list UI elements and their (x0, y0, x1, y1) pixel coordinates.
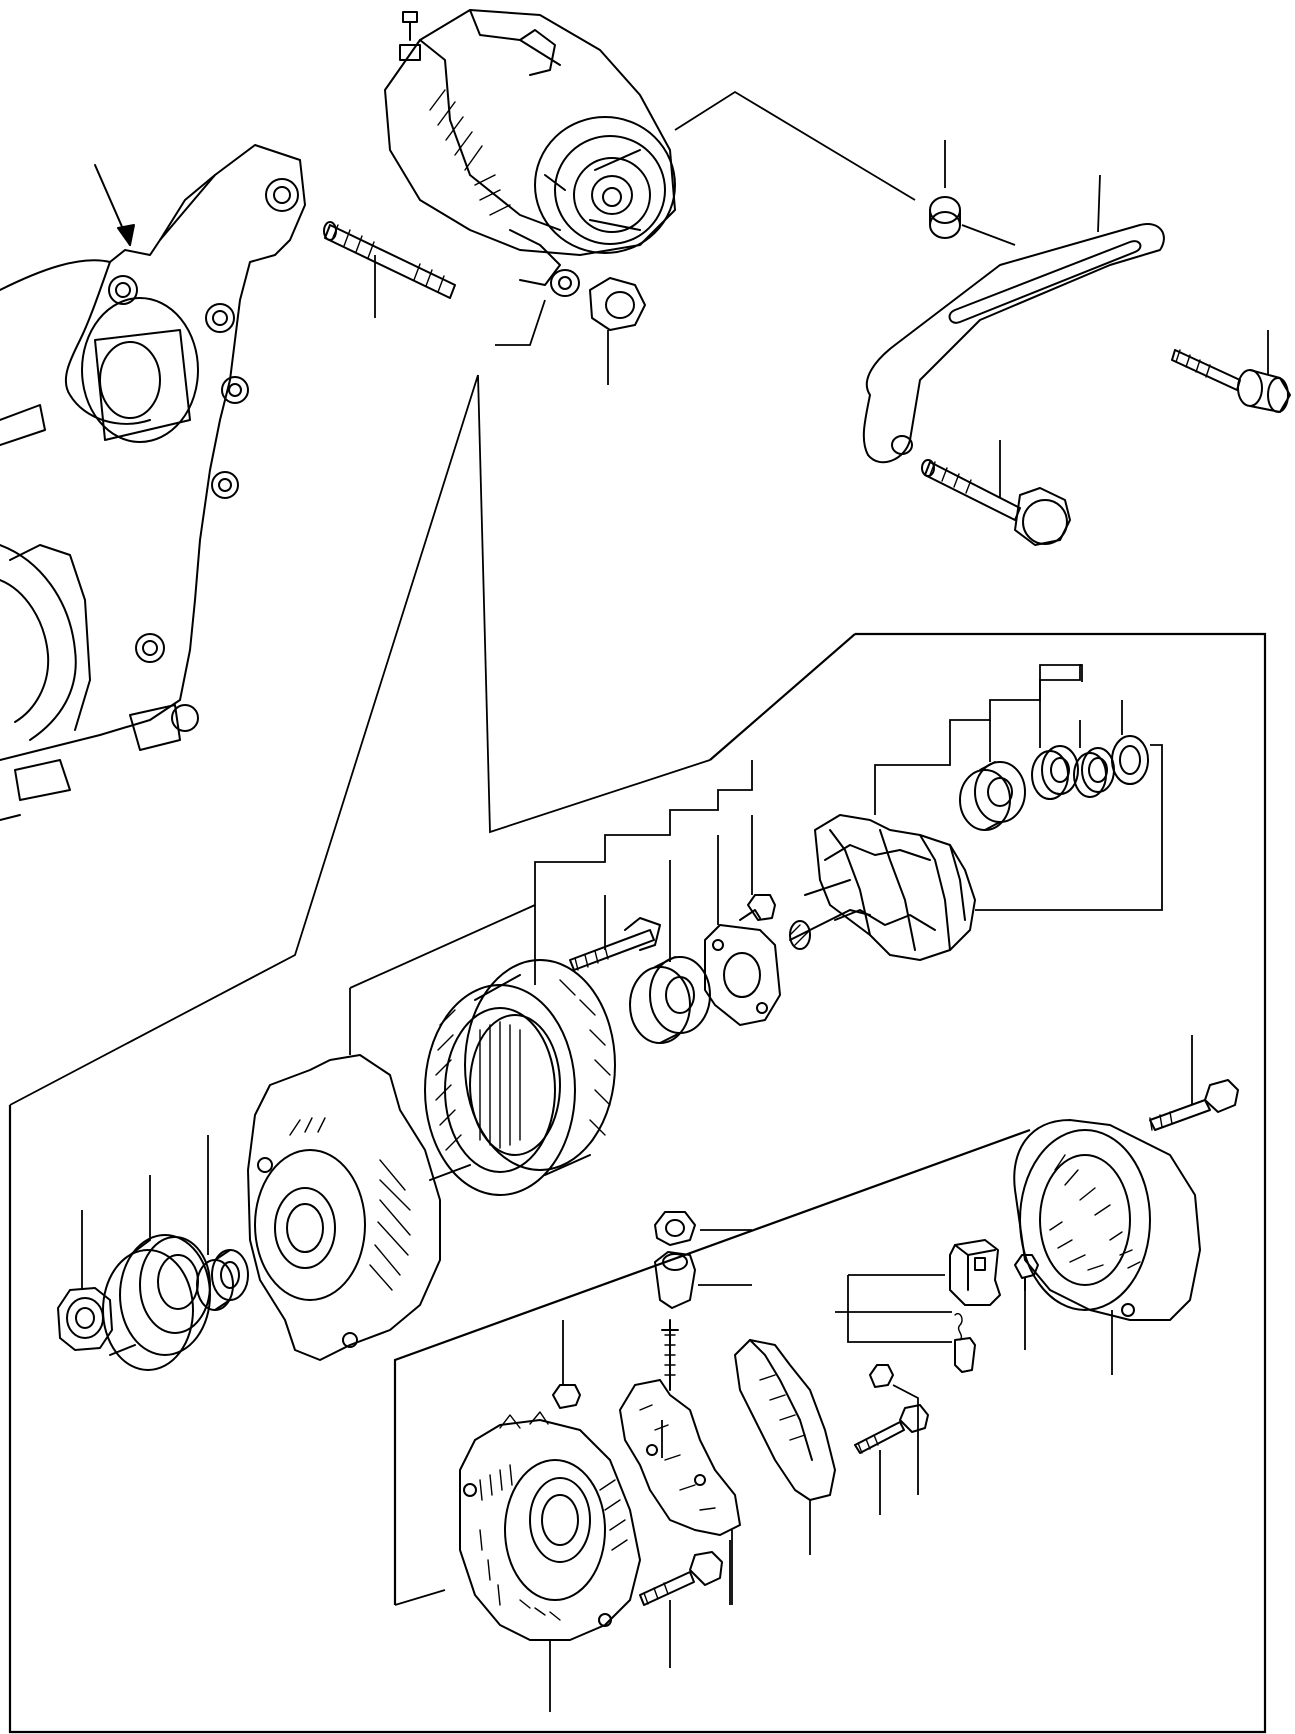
group-bracket-front (534, 760, 753, 880)
rear-group-frame (393, 1128, 1031, 1605)
alternator-vents (429, 89, 511, 216)
engine-front-case (0, 144, 306, 821)
bracket-bolt-upper (1171, 330, 1291, 413)
regulator-bolt (854, 1404, 929, 1515)
engine-arrow (94, 164, 135, 246)
brush-holder (848, 1239, 1001, 1306)
exploded-view-frame-connector (709, 633, 856, 761)
leader-alternator-bracket (674, 90, 1016, 246)
holder-screw (1014, 1254, 1039, 1350)
pivot-stud (323, 221, 456, 318)
insulating-nut (552, 1320, 581, 1409)
front-bearing (629, 860, 711, 1044)
exploded-view-frame (8, 632, 1267, 1734)
rotor (789, 790, 976, 961)
leader-rectifier-holder (661, 1420, 731, 1605)
rear-group-corner (394, 1589, 446, 1606)
bracket-spacer (929, 140, 961, 239)
drive-end-frame (247, 904, 536, 1361)
leader-to-exploded-view (9, 374, 711, 1106)
regulator-screw (869, 1364, 919, 1495)
alternator-assembly (384, 9, 676, 286)
brush-group-bracket (835, 1275, 905, 1343)
rectifier-holder (619, 1319, 741, 1605)
leader-rotor-right (975, 744, 1163, 911)
rear-end-cover-vents (1049, 1154, 1141, 1271)
thrust-washer (1111, 700, 1149, 785)
brush-spring (905, 1311, 963, 1341)
bracket-bolt-lower (921, 440, 1071, 546)
rear-end-cover (1013, 1119, 1201, 1375)
stator-windings (435, 979, 611, 1151)
adjusting-bracket (862, 174, 1165, 464)
terminal-insulator (654, 1251, 752, 1309)
regulator (734, 1339, 836, 1555)
rear-frame-bolt (639, 1551, 723, 1668)
rear-bearing (959, 720, 1026, 831)
rear-frame (459, 1411, 641, 1712)
terminal-nut (654, 1211, 752, 1246)
pivot-nut (589, 277, 646, 385)
retainer-plate (704, 835, 781, 1026)
pulley (102, 1175, 211, 1371)
bearing-cover (1031, 680, 1079, 800)
seal-ring (1073, 720, 1115, 798)
pivot-washer (495, 269, 580, 346)
retainer-screw (739, 815, 776, 921)
brush (905, 1337, 976, 1373)
stator (424, 880, 616, 1196)
rear-frame-vents (479, 1464, 628, 1621)
drive-end-frame-vents (369, 1159, 411, 1291)
collar (196, 1135, 249, 1311)
pulley-nut (57, 1210, 113, 1351)
group-bracket-rotor-end (1039, 664, 1082, 680)
through-stud (569, 895, 661, 971)
cover-bolt (1149, 1035, 1239, 1131)
